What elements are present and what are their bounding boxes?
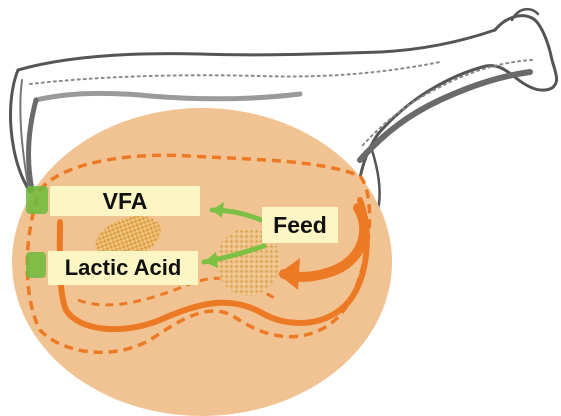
cow-hind-curve — [29, 100, 36, 190]
absorption-mark-vfa — [26, 186, 48, 214]
absorption-mark-lactic — [26, 252, 46, 278]
lactic-acid-label: Lactic Acid — [48, 251, 198, 285]
cow-back — [18, 30, 495, 70]
vfa-label: VFA — [50, 186, 200, 216]
cow-inner-dots — [30, 62, 440, 84]
cow-neck — [378, 66, 486, 134]
cow-inner-grey — [36, 93, 300, 100]
feed-label: Feed — [262, 207, 338, 243]
